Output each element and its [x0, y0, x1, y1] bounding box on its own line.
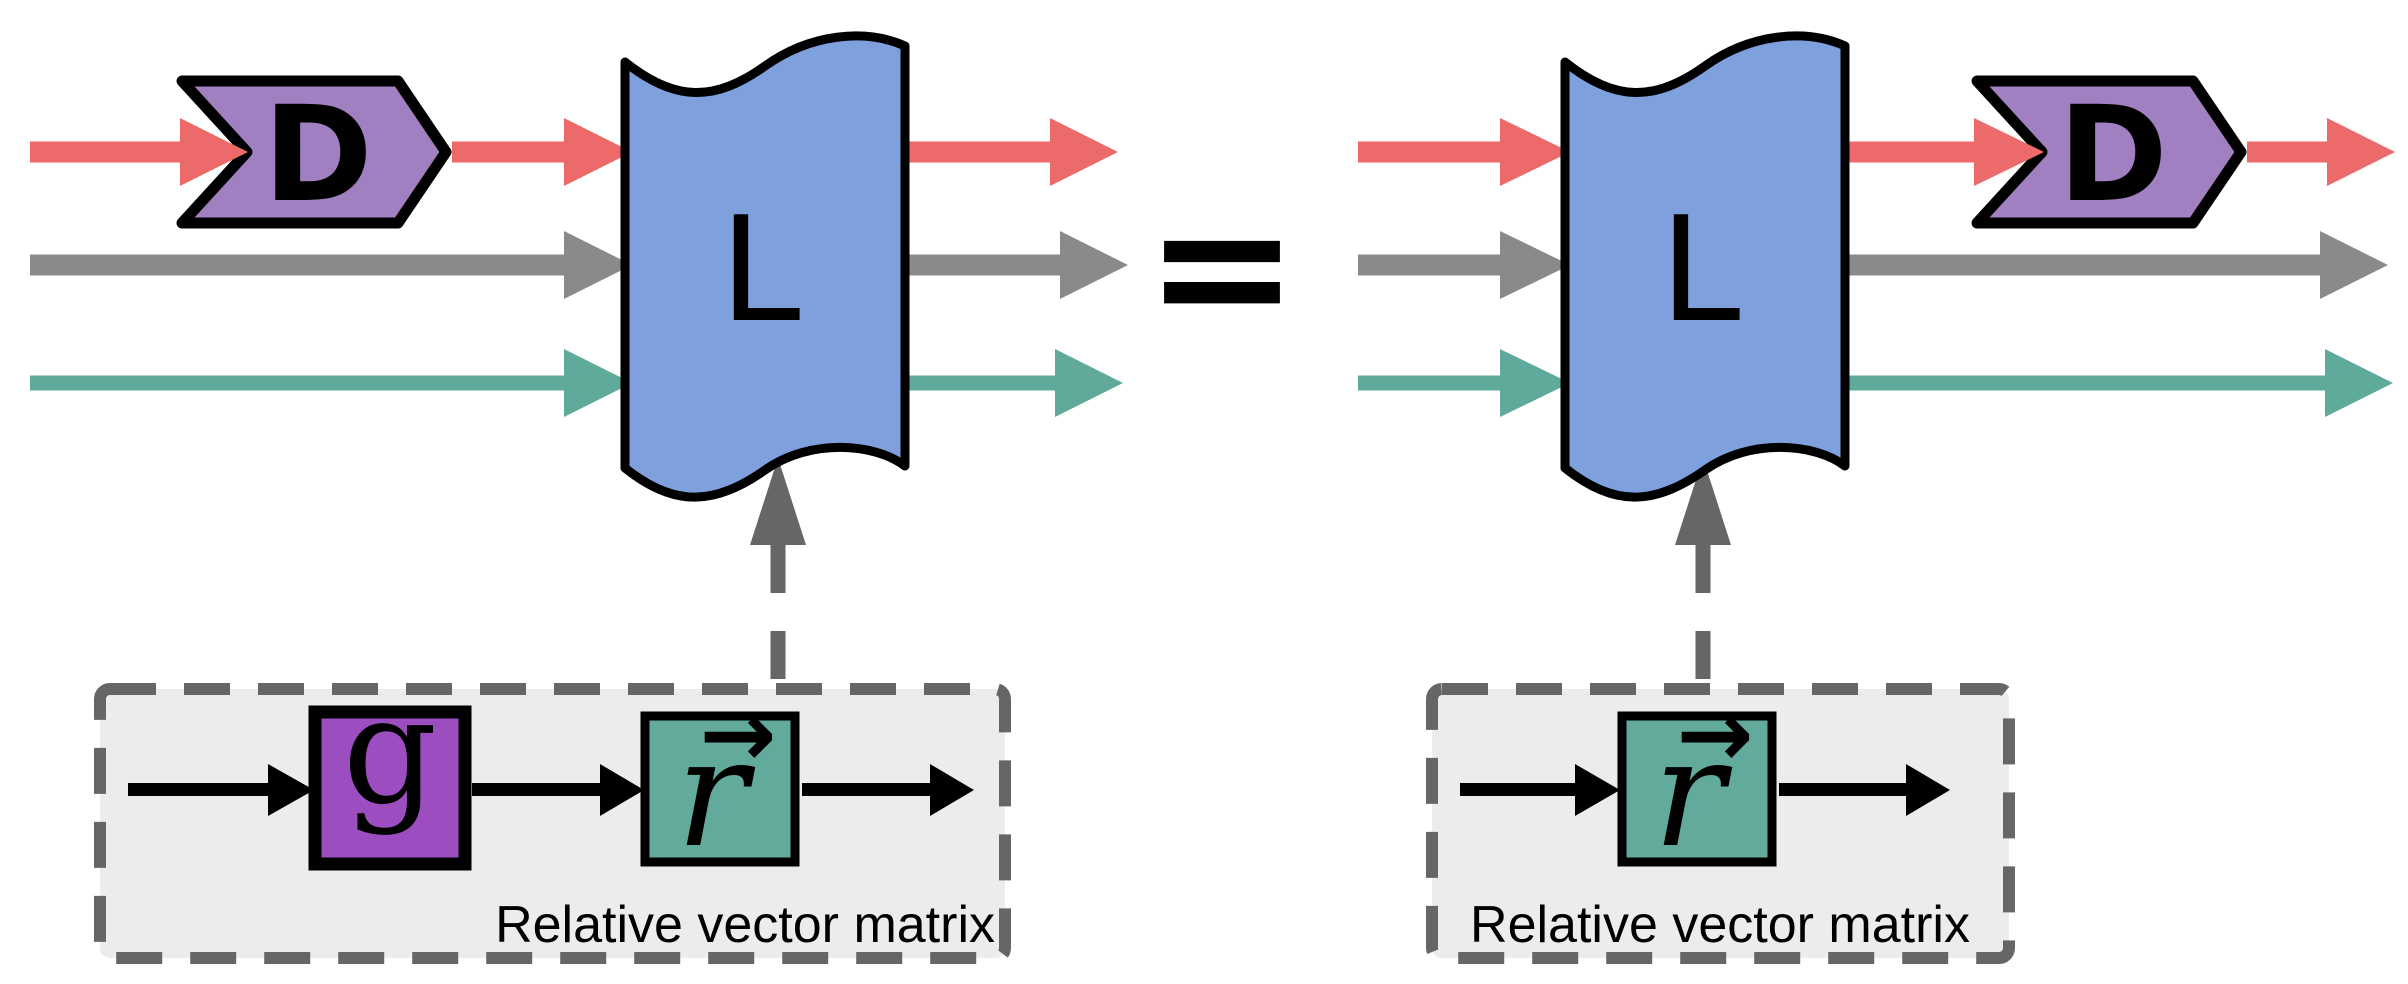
- gray-arrow-stem: [902, 254, 1060, 276]
- teal-output-arrow: [1843, 349, 2393, 417]
- gray-arrowhead-icon: [564, 231, 632, 299]
- d-chevron: D: [1971, 75, 2247, 232]
- black-arrowhead-icon: [600, 764, 644, 816]
- gray-arrowhead-icon: [2320, 231, 2388, 299]
- red-arrowhead-icon: [180, 118, 248, 186]
- teal-arrowhead-icon: [564, 349, 632, 417]
- red-arrow-stem: [1358, 141, 1500, 163]
- r-vector-label: r: [676, 707, 756, 881]
- gray-arrow-stem: [30, 254, 564, 276]
- callout-pointer-arrowhead-icon: [1675, 458, 1731, 545]
- black-arrowhead-icon: [268, 764, 314, 816]
- teal-arrow-stem: [1843, 375, 2325, 391]
- black-arrowhead-icon: [1906, 764, 1950, 816]
- teal-arrow-stem: [902, 375, 1055, 391]
- red-arrowhead-icon: [1050, 118, 1118, 186]
- l-block-shape: [620, 31, 910, 502]
- red-arrowhead-icon: [1974, 118, 2044, 186]
- teal-output-arrow: [902, 349, 1123, 417]
- red-arrow-stem: [30, 141, 180, 163]
- black-arrowhead-icon: [930, 764, 974, 816]
- red-arrow-stem: [452, 141, 564, 163]
- black-arrow-2: [1779, 764, 1950, 816]
- red-output-arrow: [2247, 118, 2395, 186]
- g-gate-label: g: [343, 665, 438, 837]
- teal-arrow-stem: [30, 375, 564, 391]
- red-arrowhead-icon: [2327, 118, 2395, 186]
- gray-arrow-stem: [1358, 254, 1500, 276]
- red-arrowhead-icon: [564, 118, 632, 186]
- black-arrow-stem: [1460, 783, 1575, 796]
- red-mid-arrow: [452, 118, 632, 186]
- callout-pointer: [750, 458, 806, 692]
- d-chevron: D: [176, 75, 452, 232]
- gray-input-arrow: [1358, 231, 1570, 299]
- callout-caption: Relative vector matrix: [495, 896, 995, 954]
- equals-sign: =: [1144, 158, 1299, 374]
- teal-arrowhead-icon: [1055, 349, 1123, 417]
- teal-arrow-stem: [1358, 375, 1500, 391]
- gray-output-arrow: [902, 231, 1128, 299]
- left-expression: D: [30, 31, 1128, 964]
- relative-vector-matrix-callout: r → Relative vector matrix: [1426, 681, 2015, 964]
- teal-input-arrow: [30, 349, 632, 417]
- callout-caption: Relative vector matrix: [1470, 896, 1970, 954]
- gray-output-arrow: [1843, 231, 2388, 299]
- black-arrow-2: [472, 764, 644, 816]
- teal-input-arrow: [1358, 349, 1570, 417]
- r-vector-box: r →: [1617, 681, 1777, 881]
- vector-arrow-icon: →: [699, 681, 776, 788]
- d-chevron-label: D: [2058, 78, 2168, 232]
- gray-arrowhead-icon: [1060, 231, 1128, 299]
- g-gate-box: g: [308, 665, 472, 871]
- black-arrow-3: [802, 764, 974, 816]
- red-input-arrow: [1358, 118, 1570, 186]
- black-arrowhead-icon: [1575, 764, 1620, 816]
- d-chevron-label: D: [263, 78, 373, 232]
- red-output-arrow: [902, 118, 1118, 186]
- red-arrow-stem: [1843, 141, 1974, 163]
- red-arrow-stem: [902, 141, 1050, 163]
- l-matrix-block: L: [620, 31, 910, 502]
- black-arrow-stem: [472, 783, 600, 796]
- red-input-arrow: [30, 118, 248, 186]
- red-arrow-stem: [2247, 141, 2327, 163]
- r-vector-box: r →: [640, 681, 800, 881]
- gray-arrowhead-icon: [1500, 231, 1570, 299]
- g-gate-shape: [308, 705, 472, 871]
- l-block-label: L: [1660, 186, 1741, 355]
- black-arrow-1: [128, 764, 314, 816]
- r-vector-label: r: [1653, 707, 1733, 881]
- black-arrow-stem: [1779, 783, 1906, 796]
- r-vector-shape: [640, 711, 800, 867]
- l-block-label: L: [720, 186, 801, 355]
- red-mid-arrow: [1843, 118, 2044, 186]
- l-matrix-block: L: [1560, 31, 1850, 502]
- relative-vector-matrix-callout: g r → Relative vector matrix: [94, 665, 1011, 964]
- gray-input-arrow: [30, 231, 632, 299]
- l-block-shape: [1560, 31, 1850, 502]
- black-arrow-stem: [128, 783, 268, 796]
- right-expression: D: [1358, 31, 2395, 964]
- r-vector-shape: [1617, 711, 1777, 867]
- callout-pointer-arrowhead-icon: [750, 458, 806, 545]
- red-arrowhead-icon: [1500, 118, 1570, 186]
- gray-arrow-stem: [1843, 254, 2320, 276]
- callout-pointer: [1675, 458, 1731, 692]
- teal-arrowhead-icon: [2325, 349, 2393, 417]
- teal-arrowhead-icon: [1500, 349, 1570, 417]
- black-arrow-stem: [802, 783, 930, 796]
- black-arrow-1: [1460, 764, 1620, 816]
- vector-arrow-icon: →: [1676, 681, 1753, 788]
